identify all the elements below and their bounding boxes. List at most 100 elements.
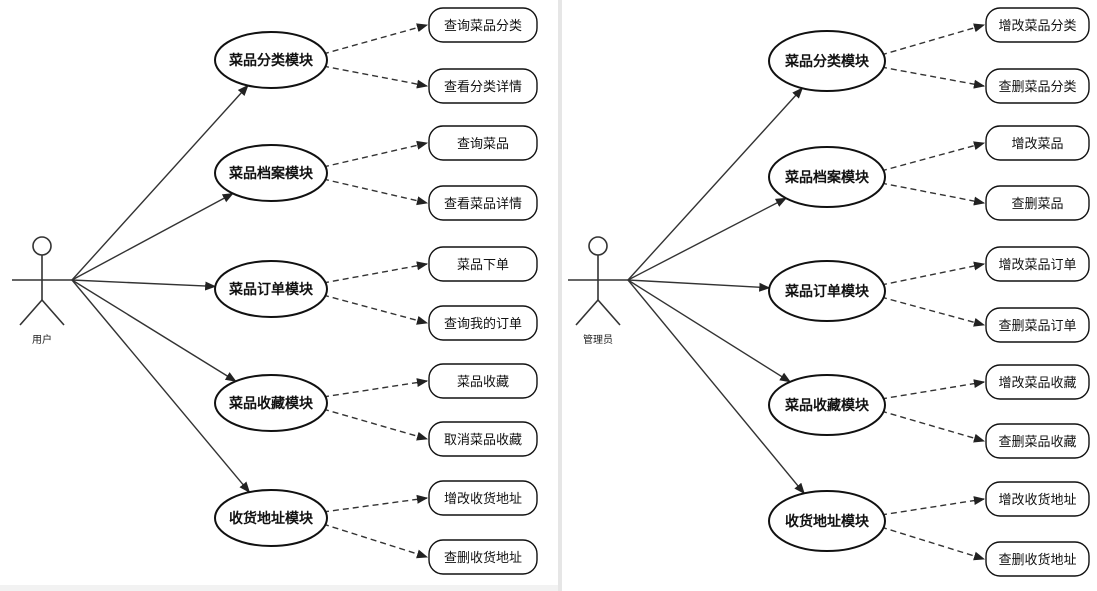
- module-ellipse[interactable]: [214, 489, 328, 547]
- module-label: 菜品档案模块: [784, 169, 870, 186]
- operation-label: 查删菜品分类: [998, 80, 1076, 95]
- actor-to-module-arrow: [627, 197, 787, 281]
- operation-label: 查删收货地址: [444, 550, 522, 566]
- operation-box[interactable]: [985, 423, 1090, 459]
- include-dashed-arrow: [880, 182, 986, 206]
- actor-to-module-arrow: [71, 192, 234, 281]
- operation-node[interactable]: 查删收货地址: [985, 541, 1090, 577]
- include-dashed-arrow: [322, 408, 429, 441]
- module-ellipse[interactable]: [214, 260, 328, 318]
- operation-box[interactable]: [428, 7, 538, 43]
- module-label: 菜品分类模块: [228, 52, 314, 69]
- operation-box[interactable]: [428, 539, 538, 575]
- operation-box[interactable]: [985, 307, 1090, 343]
- module-label: 菜品收藏模块: [784, 397, 870, 414]
- operation-label: 查询菜品分类: [444, 19, 522, 34]
- operation-node[interactable]: 查删收货地址: [428, 539, 538, 575]
- operation-box[interactable]: [985, 185, 1090, 221]
- operation-label: 增改收货地址: [444, 491, 522, 507]
- operation-node[interactable]: 查看分类详情: [428, 68, 538, 104]
- module-node[interactable]: 菜品档案模块: [768, 146, 886, 208]
- module-ellipse[interactable]: [768, 30, 886, 92]
- operation-node[interactable]: 查询菜品分类: [428, 7, 538, 43]
- operation-node[interactable]: 查删菜品订单: [985, 307, 1090, 343]
- operation-box[interactable]: [428, 246, 538, 282]
- actor-label: 管理员: [583, 333, 613, 346]
- operation-box[interactable]: [428, 125, 538, 161]
- operation-node[interactable]: 查看菜品详情: [428, 185, 538, 221]
- user-actor-figure: 用户: [12, 236, 72, 346]
- module-ellipse[interactable]: [768, 260, 886, 322]
- operation-box[interactable]: [428, 363, 538, 399]
- operation-node[interactable]: 增改收货地址: [985, 481, 1090, 517]
- actor-to-module-arrow: [627, 87, 804, 281]
- actor-to-module-arrow: [627, 279, 792, 383]
- module-node[interactable]: 菜品收藏模块: [768, 374, 886, 436]
- module-label: 菜品分类模块: [784, 53, 870, 70]
- module-label: 菜品订单模块: [228, 281, 314, 298]
- module-node[interactable]: 菜品收藏模块: [214, 374, 328, 432]
- include-dashed-arrow: [880, 526, 986, 561]
- operation-node[interactable]: 增改菜品: [985, 125, 1090, 161]
- module-node[interactable]: 菜品分类模块: [768, 30, 886, 92]
- operation-node[interactable]: 菜品下单: [428, 246, 538, 282]
- operation-label: 查删菜品: [1011, 197, 1063, 212]
- module-ellipse[interactable]: [768, 490, 886, 552]
- operation-box[interactable]: [985, 364, 1090, 400]
- operation-box[interactable]: [985, 7, 1090, 43]
- operation-box[interactable]: [985, 125, 1090, 161]
- operation-node[interactable]: 查询我的订单: [428, 305, 538, 341]
- operation-label: 查询我的订单: [444, 316, 522, 332]
- bottom-strip: [0, 585, 558, 591]
- module-node[interactable]: 菜品订单模块: [768, 260, 886, 322]
- operation-label: 菜品下单: [457, 258, 509, 273]
- operation-box[interactable]: [985, 246, 1090, 282]
- actor-to-module-arrow: [71, 279, 251, 494]
- module-node[interactable]: 收货地址模块: [768, 490, 886, 552]
- operation-node[interactable]: 查删菜品收藏: [985, 423, 1090, 459]
- operation-label: 增改菜品: [1011, 137, 1063, 152]
- operation-box[interactable]: [985, 68, 1090, 104]
- operation-node[interactable]: 增改菜品订单: [985, 246, 1090, 282]
- module-label: 菜品档案模块: [228, 165, 314, 182]
- module-ellipse[interactable]: [214, 374, 328, 432]
- module-node[interactable]: 菜品档案模块: [214, 144, 328, 202]
- operation-box[interactable]: [428, 68, 538, 104]
- actor-right-leg: [41, 299, 65, 326]
- operation-label: 增改收货地址: [998, 492, 1076, 508]
- include-dashed-arrow: [322, 494, 429, 513]
- operation-node[interactable]: 查删菜品: [985, 185, 1090, 221]
- operation-node[interactable]: 增改菜品分类: [985, 7, 1090, 43]
- admin-use-case-diagram: 管理员 菜品分类模块 增改菜品分类查删菜品分类菜品档案模块 增改菜品查删菜品菜品订单…: [562, 0, 1097, 591]
- module-node[interactable]: 菜品订单模块: [214, 260, 328, 318]
- operation-label: 查删菜品订单: [998, 319, 1076, 334]
- include-dashed-arrow: [322, 261, 429, 284]
- operation-node[interactable]: 菜品收藏: [428, 363, 538, 399]
- module-ellipse[interactable]: [214, 144, 328, 202]
- operation-box[interactable]: [428, 185, 538, 221]
- operation-box[interactable]: [985, 541, 1090, 577]
- actor-label: 用户: [32, 333, 52, 346]
- operation-box[interactable]: [428, 480, 538, 516]
- operation-box[interactable]: [428, 421, 538, 457]
- operation-label: 查看分类详情: [444, 79, 522, 95]
- actor-to-module-arrow: [627, 279, 771, 292]
- operation-label: 增改菜品收藏: [998, 376, 1076, 391]
- module-node[interactable]: 菜品分类模块: [214, 31, 328, 89]
- include-dashed-arrow: [880, 296, 986, 327]
- operation-label: 增改菜品分类: [998, 19, 1076, 34]
- module-node[interactable]: 收货地址模块: [214, 489, 328, 547]
- operation-node[interactable]: 取消菜品收藏: [428, 421, 538, 457]
- module-ellipse[interactable]: [768, 374, 886, 436]
- operation-node[interactable]: 增改收货地址: [428, 480, 538, 516]
- include-dashed-arrow: [880, 141, 986, 172]
- operation-box[interactable]: [428, 305, 538, 341]
- include-dashed-arrow: [880, 496, 986, 516]
- operation-node[interactable]: 增改菜品收藏: [985, 364, 1090, 400]
- operation-node[interactable]: 查询菜品: [428, 125, 538, 161]
- module-ellipse[interactable]: [214, 31, 328, 89]
- actor-right-leg: [597, 299, 621, 326]
- module-ellipse[interactable]: [768, 146, 886, 208]
- operation-node[interactable]: 查删菜品分类: [985, 68, 1090, 104]
- operation-box[interactable]: [985, 481, 1090, 517]
